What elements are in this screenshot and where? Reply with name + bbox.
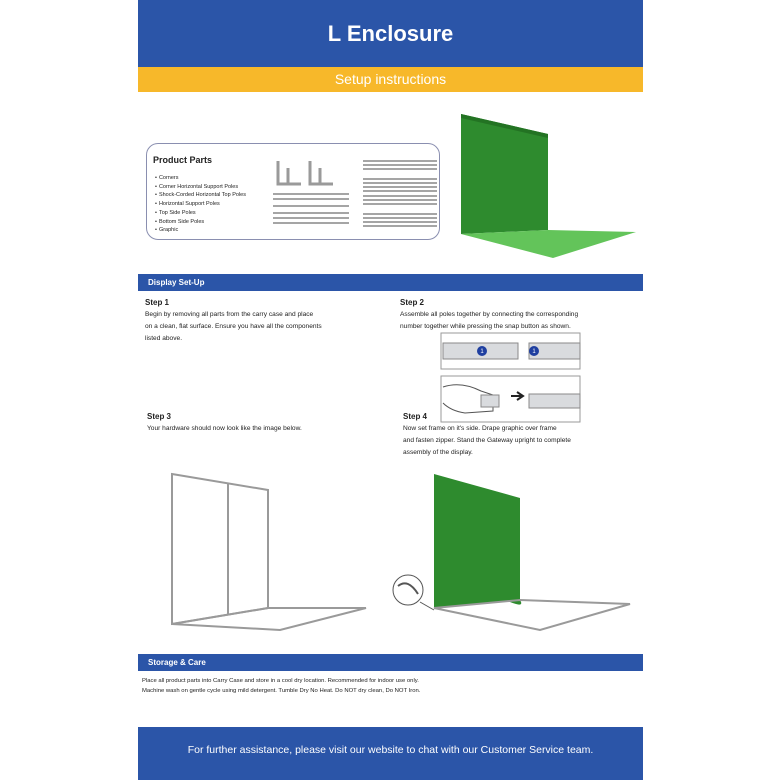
parts-list-item: Horizontal Support Poles [155,200,246,209]
product-parts-list: Corners Corner Horizontal Support Poles … [155,174,246,235]
pole-number-label: 1 [532,349,536,355]
step3-title: Step 3 [147,412,172,421]
product-parts-title: Product Parts [153,155,213,165]
step2-title: Step 2 [400,298,425,307]
step4-text: Now set frame on it's side. Drape graphi… [403,425,571,456]
page-subtitle: Setup instructions [138,67,643,92]
zipper-detail-icon [392,574,424,606]
step3-text: Your hardware should now look like the i… [147,425,302,432]
step1-text: Begin by removing all parts from the car… [145,311,322,342]
step2-text: Assemble all poles together by connectin… [400,311,579,330]
parts-list-item: Corners [155,174,246,183]
storage-care-text: Place all product parts into Carry Case … [142,678,421,694]
step1-title: Step 1 [145,298,170,307]
parts-list-item: Shock-Corded Horizontal Top Poles [155,191,246,200]
product-parts-panel: Product Parts Corners Corner Horizontal … [146,143,440,240]
graphic-floor [461,230,636,258]
parts-list-item: Graphic [155,226,246,235]
pole-connection-diagram: 1 1 [440,332,581,423]
parts-illustration [273,160,437,227]
arrow-right-icon [511,391,525,401]
pole-number-badge [529,346,539,356]
backdrop-illustration [461,114,636,258]
pole-number-label: 1 [480,349,484,355]
pole-pieces [273,160,437,227]
parts-list-item: Top Side Poles [155,209,246,218]
footer-assistance: For further assistance, please visit our… [138,727,643,780]
storage-care-heading: Storage & Care [138,654,643,671]
corner-pieces [276,161,333,186]
parts-list-item: Corner Horizontal Support Poles [155,183,246,192]
page-title: L Enclosure [138,0,643,67]
pole-number-badge [477,346,487,356]
parts-list-item: Bottom Side Poles [155,218,246,227]
frame-illustration [171,472,367,632]
draped-frame-illustration [392,474,631,632]
graphic-wall [461,114,548,234]
instruction-sheet: L Enclosure Setup instructions Product P… [138,0,643,780]
step4-title: Step 4 [403,412,428,421]
display-setup-heading: Display Set-Up [138,274,643,291]
